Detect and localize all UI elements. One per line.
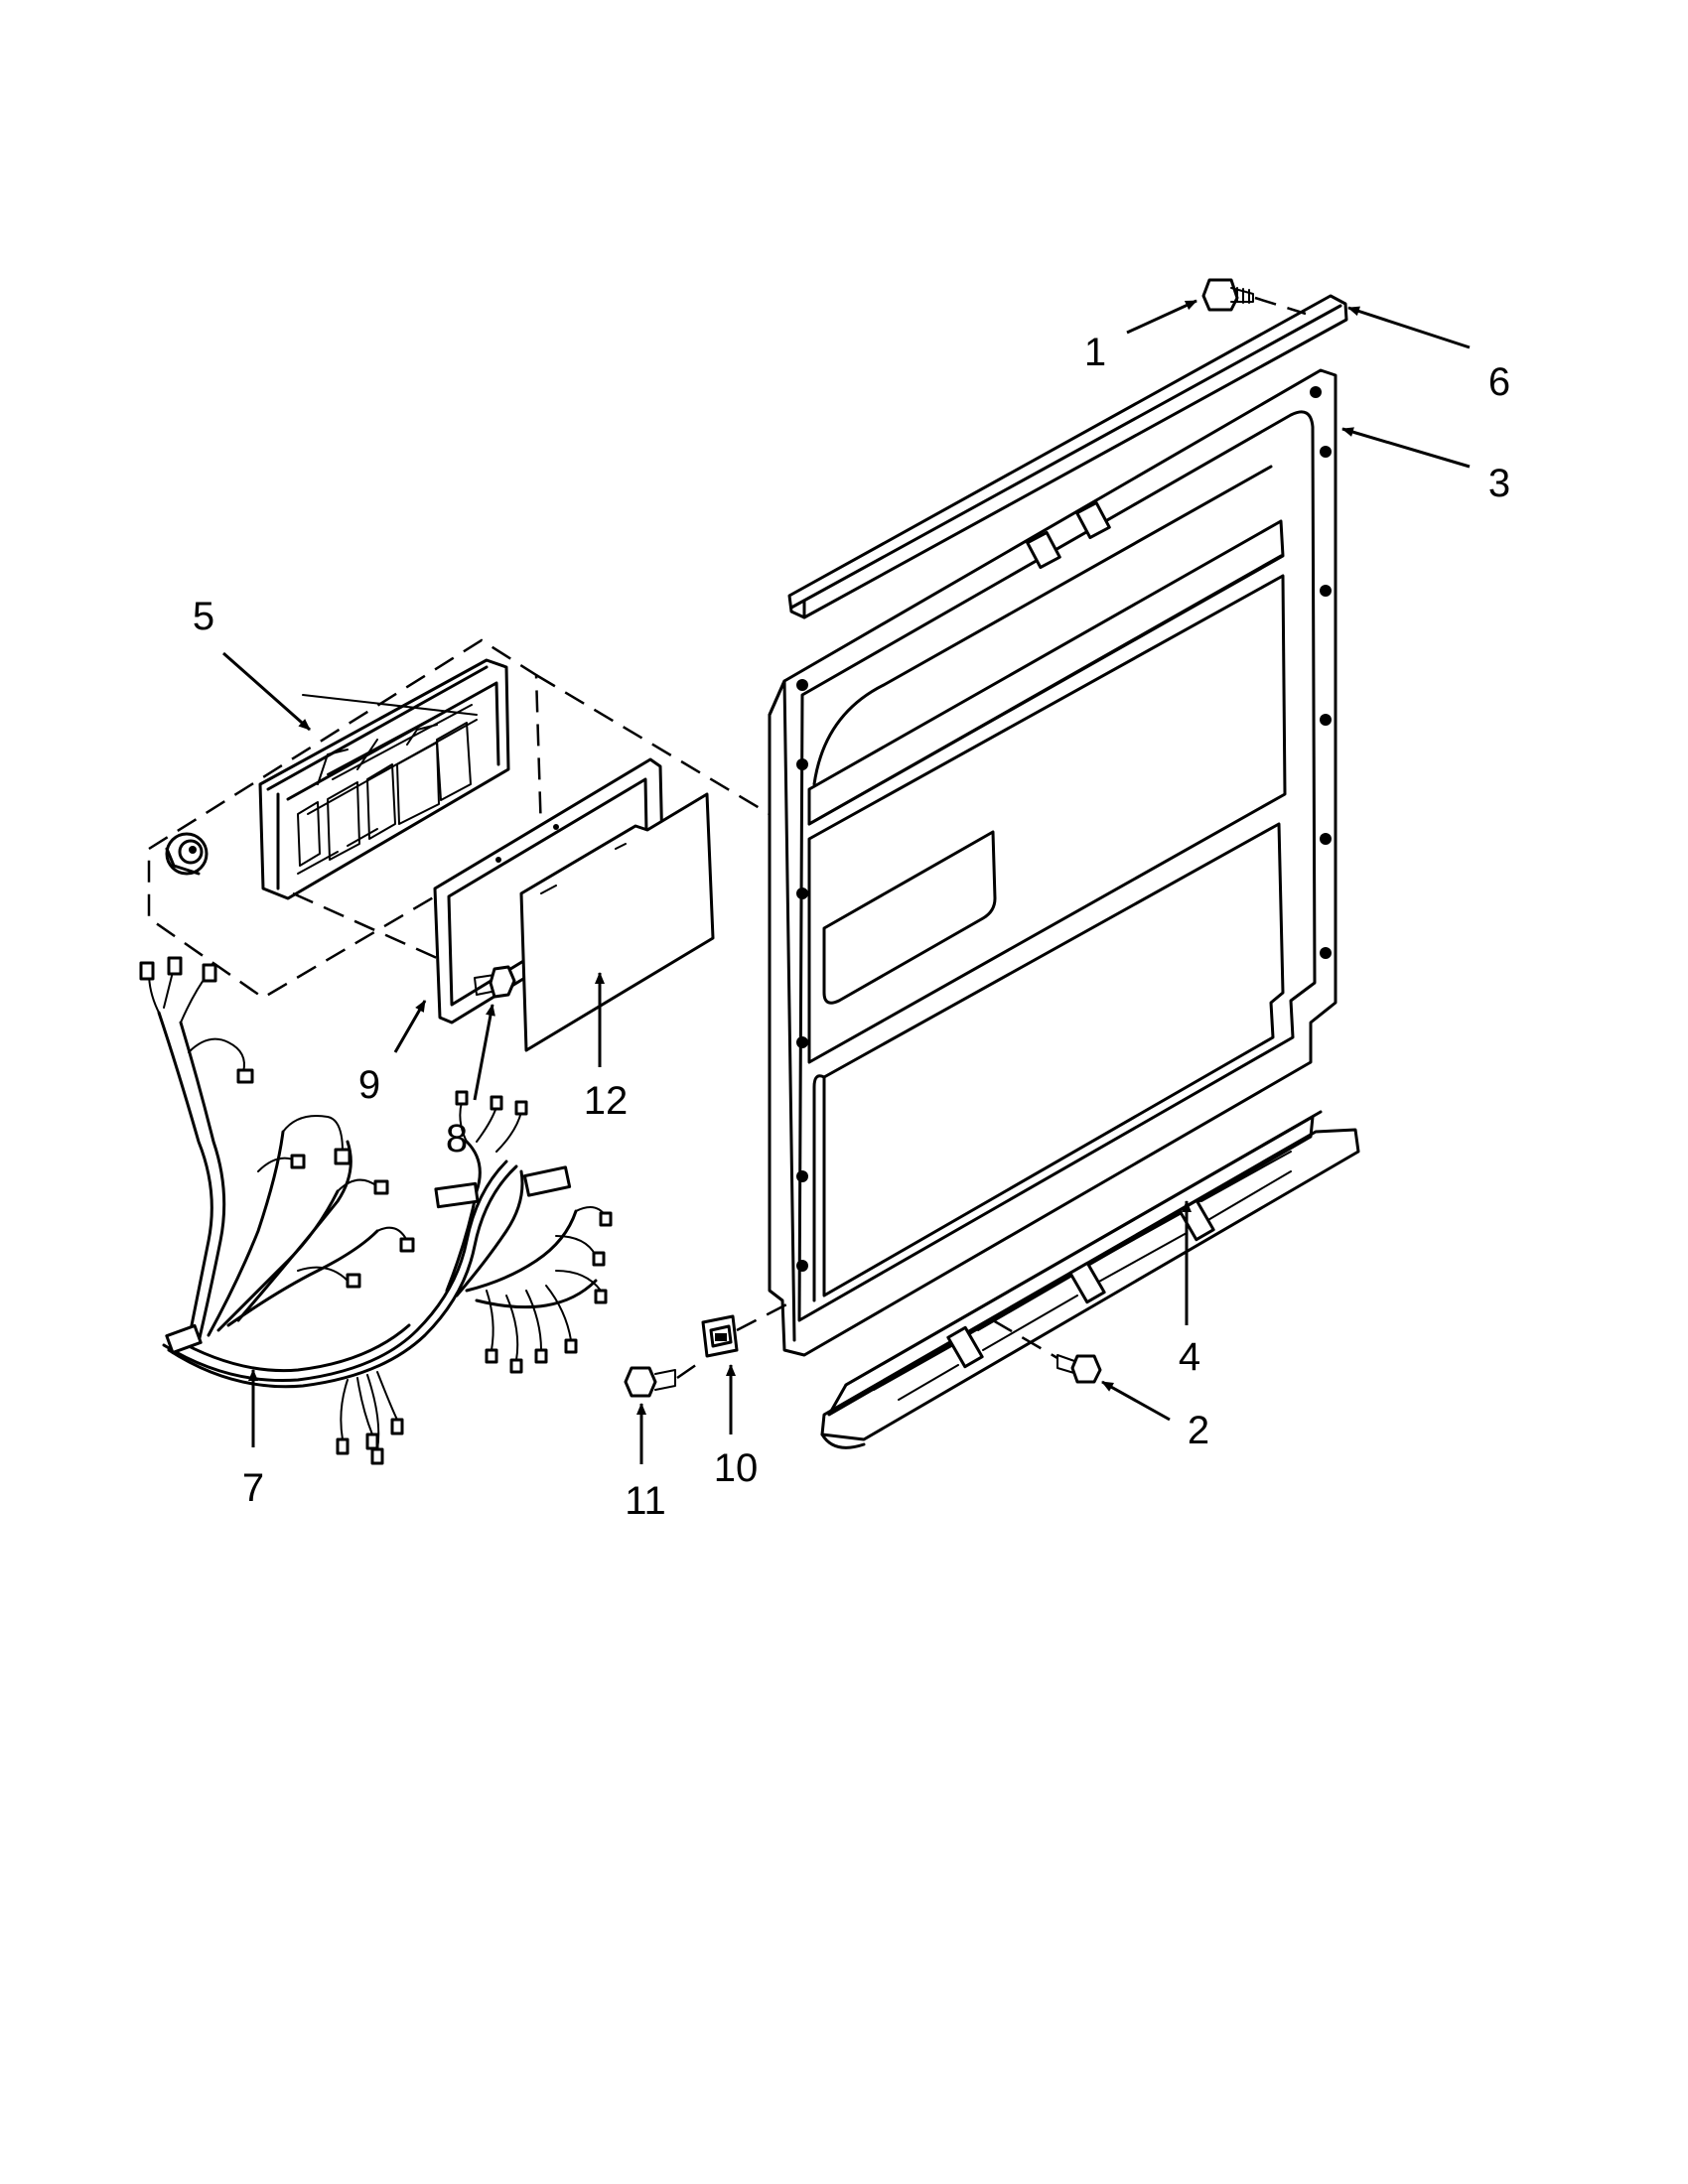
part-3-inner-door	[768, 368, 1337, 1357]
part-11-screw	[624, 1358, 704, 1398]
part-10-strike	[701, 1298, 795, 1358]
callout-9: 9	[358, 1063, 380, 1107]
leader-lines	[222, 299, 1471, 1464]
callout-4: 4	[1179, 1335, 1200, 1379]
callout-2: 2	[1188, 1409, 1209, 1452]
callout-5: 5	[193, 595, 214, 638]
callout-11: 11	[625, 1479, 666, 1523]
part-8-screw	[474, 965, 516, 999]
callout-3: 3	[1488, 462, 1510, 505]
part-6-top-trim	[787, 294, 1348, 619]
callout-6: 6	[1488, 360, 1510, 404]
callout-10: 10	[714, 1446, 759, 1490]
part-12-cover	[519, 792, 715, 1052]
callout-7: 7	[242, 1466, 264, 1510]
panel-mounting-holes	[796, 386, 1332, 1272]
callout-8: 8	[446, 1117, 468, 1160]
callout-12: 12	[584, 1079, 629, 1123]
callout-labels: 1 2 3 4 5 6 7 8 9 10 11 12	[193, 331, 1510, 1523]
part-7-wire-harness	[139, 956, 613, 1465]
callout-1: 1	[1084, 331, 1106, 374]
part-1-screw	[1201, 278, 1307, 316]
part-2-screw	[992, 1318, 1102, 1384]
part-4-bottom-trim	[820, 1110, 1360, 1449]
